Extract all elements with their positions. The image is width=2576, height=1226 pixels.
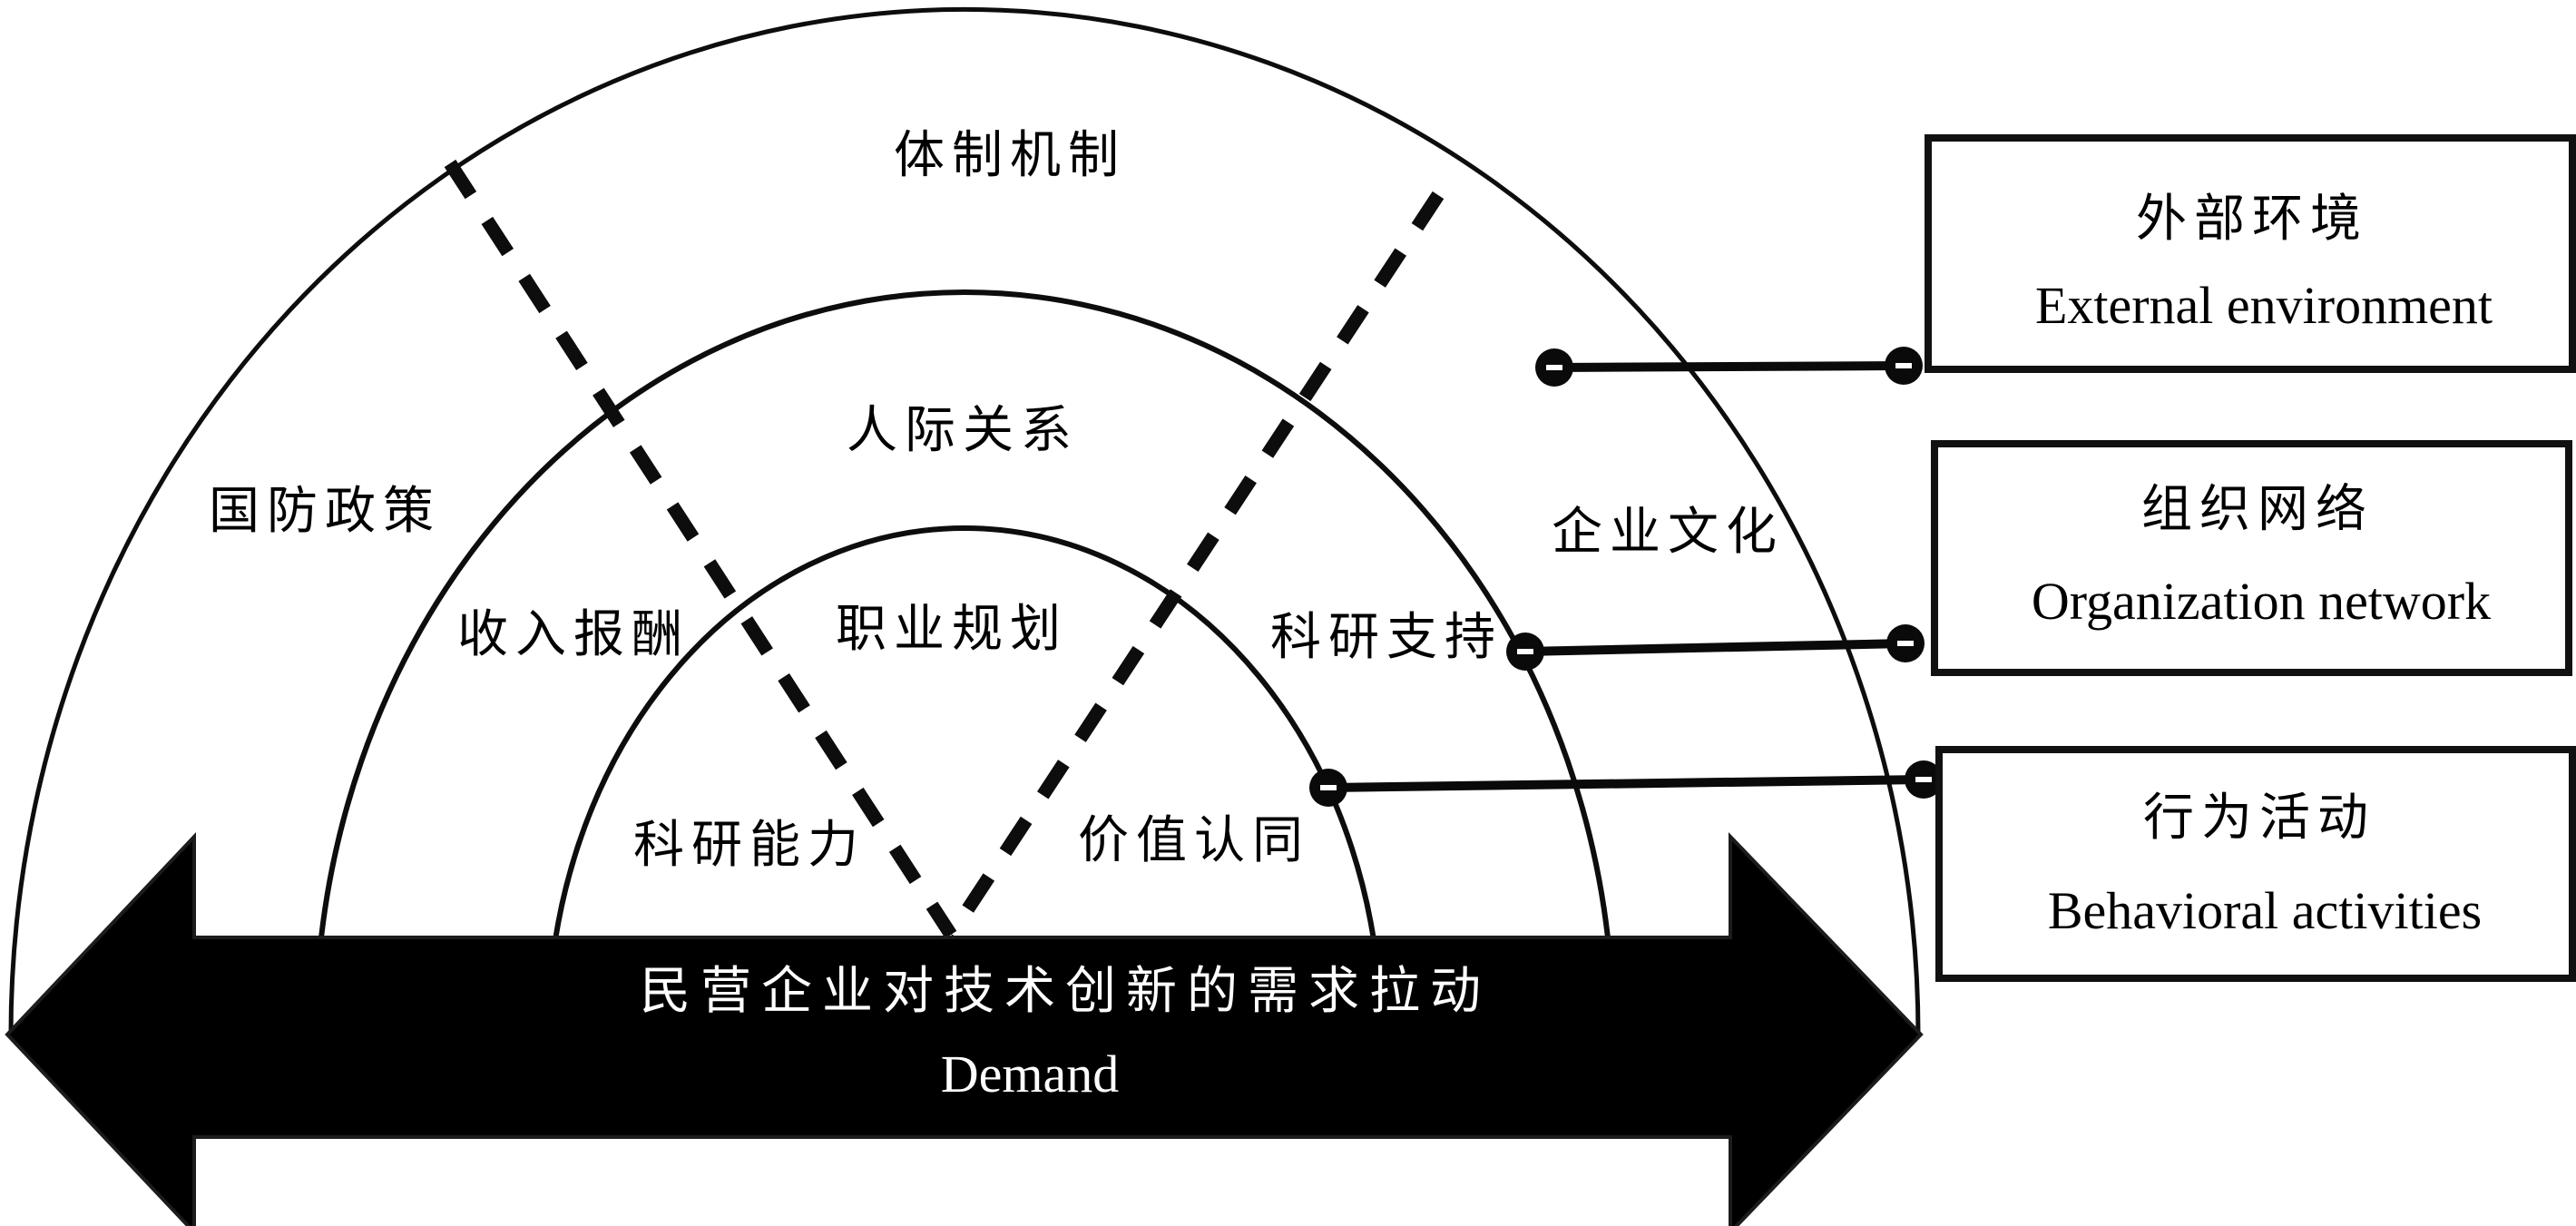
legend-box-behavioral-activities: 行为活动 Behavioral activities bbox=[1935, 746, 2576, 982]
legend-organization-zh: 组织网络 bbox=[2141, 482, 2374, 538]
label-outer-top: 体制机制 bbox=[894, 128, 1126, 184]
legend-box-frame bbox=[1931, 440, 2572, 676]
legend-connector-behavioral bbox=[1309, 760, 1943, 807]
label-middle-top: 人际关系 bbox=[847, 403, 1079, 459]
connector-dot-slit bbox=[1517, 649, 1533, 654]
legend-external-en: External environment bbox=[2035, 276, 2493, 335]
connector-dot-slit bbox=[1320, 785, 1337, 790]
legend-box-frame bbox=[1935, 746, 2576, 982]
legend-box-frame bbox=[1925, 134, 2576, 373]
demand-arrow-label-en: Demand bbox=[941, 1045, 1120, 1103]
legend-behavioral-zh: 行为活动 bbox=[2143, 790, 2375, 847]
label-inner-right: 价值认同 bbox=[1078, 813, 1310, 869]
legend-connector-external bbox=[1535, 347, 1923, 387]
connector-line-organization bbox=[1524, 639, 1906, 656]
legend-organization-en: Organization network bbox=[2032, 572, 2491, 631]
demand-arrow: 民营企业对技术创新的需求拉动 Demand bbox=[5, 831, 1924, 1226]
connector-dot-slit bbox=[1897, 641, 1914, 646]
legend-box-external-environment: 外部环境 External environment bbox=[1925, 134, 2576, 373]
ring-labels: 体制机制 国防政策 企业文化 人际关系 收入报酬 科研支持 职业规划 科研能力 … bbox=[209, 128, 1784, 874]
label-inner-left: 科研能力 bbox=[633, 818, 866, 874]
label-outer-left: 国防政策 bbox=[209, 484, 441, 540]
connector-dot-slit bbox=[1895, 363, 1912, 368]
connector-dot-slit bbox=[1546, 365, 1562, 370]
label-middle-left: 收入报酬 bbox=[457, 607, 690, 663]
right-dashed-divider bbox=[945, 191, 1445, 939]
connector-dot-slit bbox=[1915, 777, 1932, 782]
demand-arrow-label-zh: 民营企业对技术创新的需求拉动 bbox=[640, 964, 1491, 1020]
sector-dividers bbox=[444, 159, 1445, 939]
legend-behavioral-en: Behavioral activities bbox=[2048, 881, 2482, 940]
connector-line-behavioral bbox=[1327, 775, 1925, 792]
demand-arrow-shape bbox=[5, 831, 1924, 1226]
legend-box-organization-network: 组织网络 Organization network bbox=[1931, 440, 2572, 676]
left-dashed-divider bbox=[444, 159, 957, 939]
label-inner-top: 职业规划 bbox=[836, 602, 1068, 658]
outer-ring-arc bbox=[8, 6, 1921, 1035]
legend-connector-organization bbox=[1506, 624, 1925, 671]
label-middle-right: 科研支持 bbox=[1270, 610, 1503, 666]
label-outer-right: 企业文化 bbox=[1552, 505, 1784, 561]
connector-line-external bbox=[1553, 361, 1905, 372]
middle-ring-arc bbox=[313, 289, 1616, 1035]
legend-external-zh: 外部环境 bbox=[2136, 191, 2368, 248]
